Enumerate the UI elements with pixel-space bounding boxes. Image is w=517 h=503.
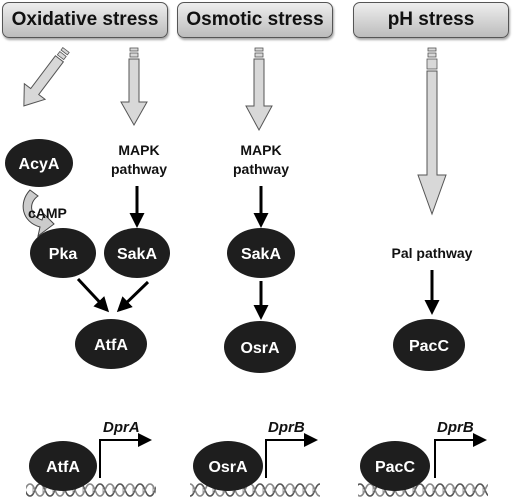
promoter-factor-3-label: PacC bbox=[375, 459, 415, 476]
camp-curved-arrow bbox=[22, 189, 55, 238]
node-pka-label: Pka bbox=[49, 246, 78, 263]
promoter-arrowhead-3 bbox=[473, 433, 487, 447]
stress-arrow-oxidative-left bbox=[23, 47, 70, 107]
node-atfa-label: AtfA bbox=[94, 337, 128, 354]
arrow-pka-to-atfa bbox=[76, 277, 110, 313]
pal-pathway-label: Pal pathway bbox=[392, 245, 473, 261]
node-saka-oxidative-label: SakA bbox=[117, 246, 157, 263]
promoter-arrowhead-2 bbox=[304, 433, 318, 447]
node-atfa: AtfA bbox=[75, 319, 147, 369]
header-ph-stress: pH stress bbox=[353, 2, 509, 38]
header-oxidative-stress: Oxidative stress bbox=[2, 2, 168, 38]
node-saka-osmotic: SakA bbox=[227, 228, 295, 278]
stress-arrow-osmotic bbox=[245, 47, 273, 132]
promoter-arrow-1 bbox=[99, 439, 140, 478]
mapk-label-oxidative-line1: MAPK bbox=[118, 142, 159, 158]
promoter-factor-1: AtfA bbox=[29, 441, 97, 491]
promoter-factor-2-label: OsrA bbox=[208, 459, 248, 476]
node-pacc: PacC bbox=[393, 319, 465, 371]
gene-label-2: DprB bbox=[268, 419, 305, 436]
mapk-label-oxidative-line2: pathway bbox=[111, 161, 167, 177]
node-acya-label: AcyA bbox=[19, 156, 60, 173]
node-saka-osmotic-label: SakA bbox=[241, 246, 281, 263]
node-pka: Pka bbox=[30, 228, 96, 278]
gene-label-1: DprA bbox=[103, 419, 140, 436]
gene-label-3: DprB bbox=[437, 419, 474, 436]
camp-label: cAMP bbox=[28, 205, 67, 221]
promoter-arrow-2 bbox=[265, 439, 306, 478]
mapk-label-osmotic-line1: MAPK bbox=[240, 142, 281, 158]
promoter-factor-1-label: AtfA bbox=[46, 459, 80, 476]
mapk-label-osmotic-line2: pathway bbox=[233, 161, 289, 177]
promoter-arrowhead-1 bbox=[138, 433, 152, 447]
arrow-saka-to-atfa bbox=[116, 280, 150, 313]
node-osra-label: OsrA bbox=[240, 340, 280, 357]
stress-arrow-oxidative-right bbox=[120, 47, 148, 127]
node-pacc-label: PacC bbox=[409, 338, 449, 355]
promoter-factor-3: PacC bbox=[360, 441, 430, 491]
node-osra: OsrA bbox=[224, 321, 296, 373]
node-saka-oxidative: SakA bbox=[104, 228, 170, 278]
promoter-factor-2: OsrA bbox=[193, 441, 263, 491]
node-acya: AcyA bbox=[5, 139, 73, 187]
promoter-arrow-3 bbox=[434, 439, 475, 478]
header-osmotic-stress: Osmotic stress bbox=[177, 2, 333, 38]
stress-arrow-ph bbox=[417, 47, 447, 216]
